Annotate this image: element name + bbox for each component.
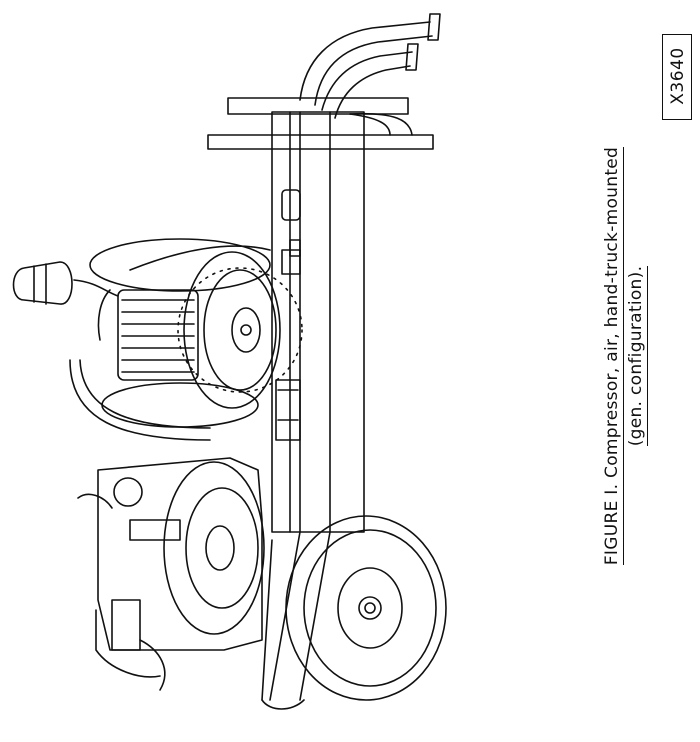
engine-body	[77, 457, 265, 691]
top-brackets	[207, 97, 434, 150]
caption-line-2: (gen. configuration).	[626, 265, 648, 447]
air-filter	[12, 261, 119, 305]
truck-wheel	[285, 515, 447, 701]
frame-rail	[261, 111, 365, 710]
caption-line-1: FIGURE I. Compressor, air, hand-truck-mo…	[602, 146, 624, 566]
figure-caption: FIGURE I. Compressor, air, hand-truck-mo…	[600, 96, 656, 616]
handle-bars	[299, 13, 441, 119]
compressor-flywheel	[177, 251, 303, 409]
frame-fittings	[275, 189, 301, 441]
compressor-cylinder	[89, 238, 271, 428]
air-hoses	[69, 245, 271, 441]
compressor-illustration	[12, 13, 447, 710]
figure-code-box: X3640	[662, 34, 692, 120]
figure-code: X3640	[668, 47, 688, 105]
